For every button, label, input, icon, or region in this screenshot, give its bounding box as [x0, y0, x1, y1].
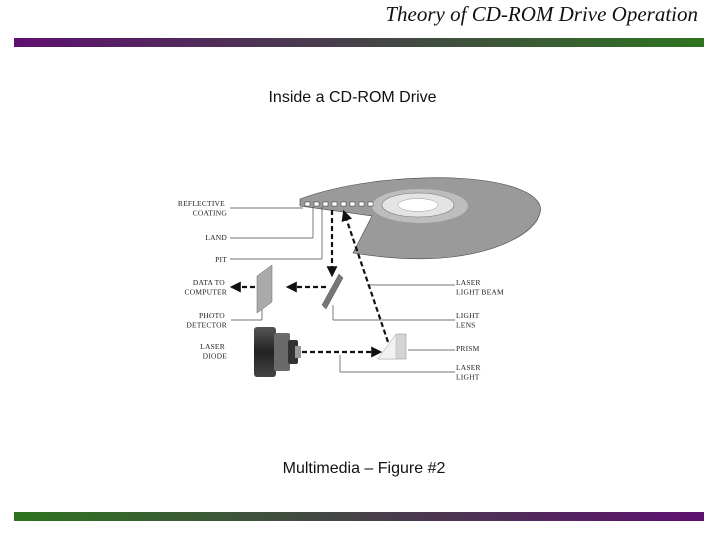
right-labels: LASER LIGHT BEAM LIGHT LENS PRISM LASER … [456, 278, 504, 382]
bottom-divider-bar [14, 512, 704, 521]
right-leader-lines [332, 284, 455, 373]
figure-caption: Multimedia – Figure #2 [282, 460, 446, 477]
pits-and-lands [304, 201, 374, 207]
label-laser-light: LASER LIGHT [456, 363, 483, 382]
cd-disc [299, 177, 541, 260]
laser-diode [254, 327, 301, 377]
label-prism: PRISM [456, 344, 480, 353]
top-divider-bar [14, 38, 704, 47]
prism [377, 333, 407, 360]
diagram-heading: Inside a CD-ROM Drive [268, 89, 437, 106]
label-laser-diode: LASER DIODE [200, 342, 227, 361]
label-photo-detector: PHOTO DETECTOR [186, 311, 227, 330]
label-laser-light-beam: LASER LIGHT BEAM [456, 278, 504, 297]
label-pit: PIT [215, 255, 227, 264]
left-labels: REFLECTIVE COATING LAND PIT DATA TO COMP… [178, 199, 227, 361]
slide-title: Theory of CD-ROM Drive Operation [385, 2, 698, 26]
left-leader-lines [230, 207, 323, 321]
photo-detector [256, 264, 273, 314]
label-reflective-coating: REFLECTIVE COATING [178, 199, 227, 218]
label-data-to-computer: DATA TO COMPUTER [185, 278, 227, 297]
label-light-lens: LIGHT LENS [456, 311, 481, 330]
label-land: LAND [205, 233, 227, 242]
light-lens [321, 273, 344, 310]
laser-beams [229, 209, 390, 358]
